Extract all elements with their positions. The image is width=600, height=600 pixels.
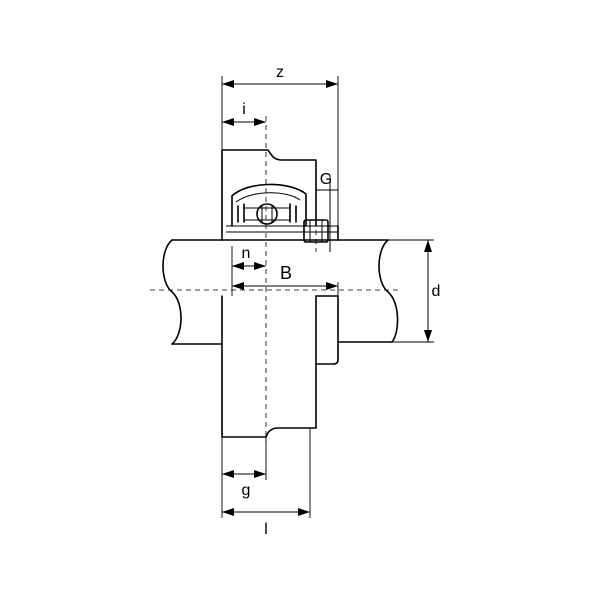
shaft-right-break [378,239,399,343]
dim-n-arrow-right [254,262,266,270]
inner-ring-band [226,225,338,233]
dim-B-arrow-left [232,282,244,290]
seal-left [237,203,245,223]
dim-B-arrow-right [326,282,338,290]
set-screw-hex [309,220,323,242]
dimension-d: d [424,240,440,342]
dim-g-label: g [242,482,251,499]
inner-ring-extension [315,295,339,365]
housing-lower-outline [221,295,317,438]
shaft-left-break [162,239,182,345]
dim-l-arrow-left [222,508,234,516]
dim-d-label: d [432,283,441,300]
dim-l-label: l [264,521,268,538]
shaft [162,239,399,345]
ball [256,203,278,225]
dimension-B: B [232,263,338,290]
dim-d-arrow-bottom [424,330,432,342]
housing [221,149,339,438]
shaft-left-segment [171,239,223,345]
dimension-g: g [222,470,266,499]
centre-lines [150,116,398,480]
dim-i-arrow-right [254,118,266,126]
dimension-l: l [222,508,310,538]
dimension-i: i [222,101,266,126]
housing-upper-outline [221,149,317,241]
dim-n-label: n [242,245,251,262]
dim-g-arrow-left [222,470,234,478]
dim-i-label: i [242,101,246,118]
dim-l-arrow-right [298,508,310,516]
ball-hatch [261,206,273,222]
cage [244,207,290,221]
dim-d-arrow-top [424,240,432,252]
dim-g-arrow-right [254,470,266,478]
dim-i-arrow-left [222,118,234,126]
dim-z-arrow-right [326,80,338,88]
shaft-right-segment [337,239,393,343]
dim-B-label: B [280,263,292,283]
seal-right [289,203,297,223]
dim-z-label: z [276,64,284,81]
outer-race-inner-line [235,192,301,203]
extension-lines [221,76,434,518]
dimension-n: n [232,245,266,270]
dimension-z: z [222,64,338,88]
dim-z-arrow-left [222,80,234,88]
dim-n-arrow-left [232,262,244,270]
outer-race [231,183,307,227]
bearing-insert [231,183,307,227]
dim-G-label: G [320,171,332,188]
dimension-G: G [320,171,332,252]
